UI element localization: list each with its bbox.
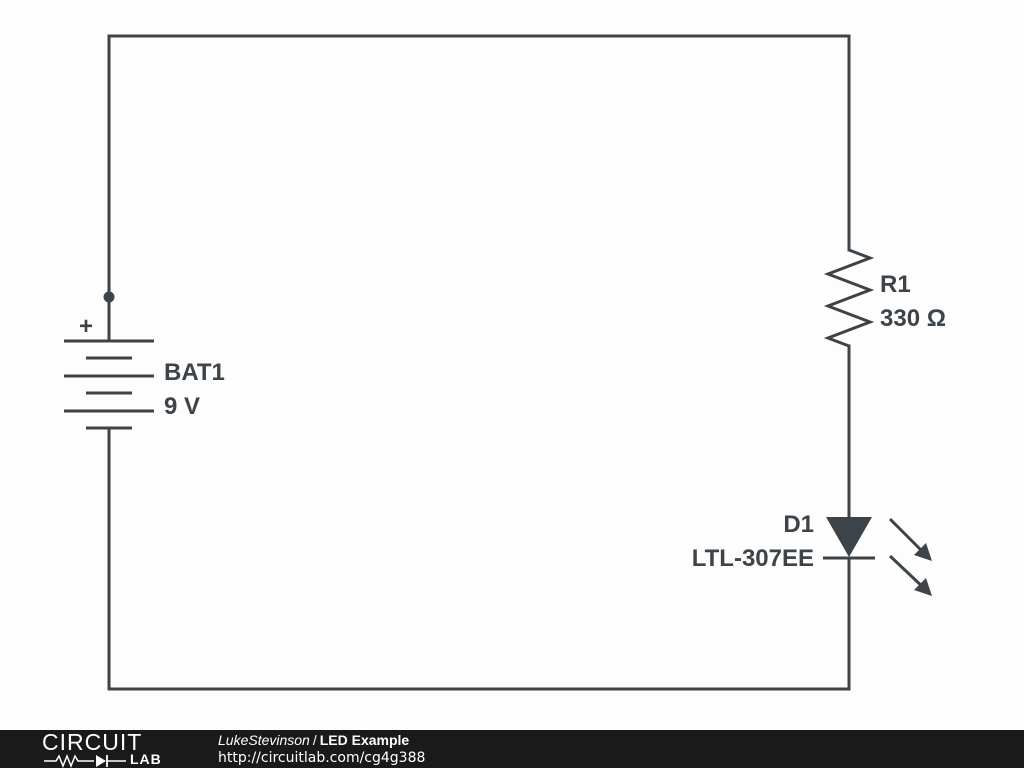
junction-node	[103, 291, 115, 303]
schematic-canvas: + BAT1 9 V R1 330 Ω D1 LTL-307EE	[64, 34, 946, 691]
logo-word-lab: LAB	[130, 751, 162, 767]
resistor-designator: R1	[880, 271, 911, 298]
logo-circuit-icon	[44, 753, 126, 768]
wire-bottom	[107, 427, 851, 691]
circuit-url[interactable]: http://circuitlab.com/cg4g388	[218, 750, 426, 766]
circuit-meta: LukeStevinson/LED Example http://circuit…	[218, 731, 425, 767]
circuitlab-logo[interactable]: CIRCUIT LAB	[42, 730, 182, 768]
logo-word-circuit: CIRCUIT	[42, 729, 143, 755]
led-part-number: LTL-307EE	[692, 545, 814, 572]
author-link[interactable]: LukeStevinson	[218, 732, 310, 748]
resistor-symbol	[823, 248, 875, 348]
battery-designator: BAT1	[164, 359, 225, 386]
battery-plus-sign: +	[79, 313, 93, 340]
battery-value: 9 V	[164, 393, 200, 420]
resistor-value: 330 Ω	[880, 305, 946, 332]
footer-bar: CIRCUIT LAB LukeStevinson/LED Example ht…	[0, 730, 1024, 768]
title-separator: /	[312, 732, 317, 748]
led-designator: D1	[783, 511, 814, 538]
wire-left-top	[107, 34, 851, 299]
circuit-title-line: LukeStevinson/LED Example	[218, 731, 425, 749]
led-symbol	[823, 517, 932, 596]
battery-symbol: +	[64, 313, 154, 430]
circuit-title[interactable]: LED Example	[319, 732, 410, 748]
